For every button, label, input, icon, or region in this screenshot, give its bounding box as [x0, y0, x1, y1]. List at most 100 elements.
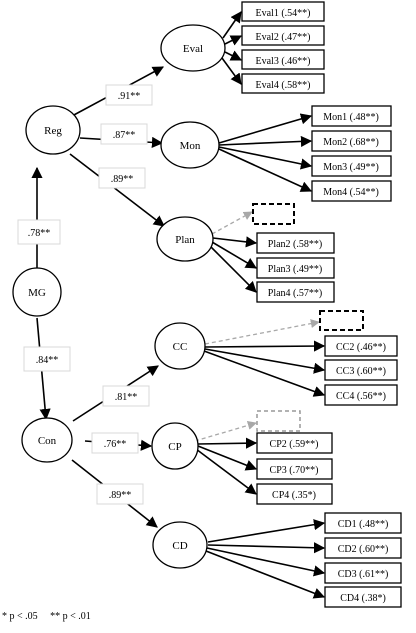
edge-cp-3 — [197, 445, 258, 471]
latent-plan-label: Plan — [175, 234, 195, 246]
latent-eval-label: Eval — [183, 43, 203, 55]
coef-mg-con-text: .84** — [36, 355, 59, 366]
indicator-cc4-text: CC4 (.56**) — [336, 391, 386, 402]
latent-cp-label: CP — [168, 441, 181, 453]
indicator-cd3: CD3 (.61**) — [324, 562, 402, 584]
edge-cc-dashed — [204, 319, 320, 345]
indicator-cd2-text: CD2 (.60**) — [338, 544, 389, 555]
indicator-plan2-text: Plan2 (.58**) — [268, 239, 322, 250]
indicator-mon3-text: Mon3 (.49**) — [323, 162, 379, 173]
coef-con-cc-text: .81** — [115, 392, 138, 403]
indicator-cc-missing — [319, 310, 364, 331]
edge-cp-4 — [195, 448, 257, 495]
indicator-cp4-text: CP4 (.35*) — [272, 490, 316, 501]
latent-cc: CC — [154, 322, 206, 370]
indicator-eval1-text: Eval1 (.54**) — [256, 8, 311, 19]
indicator-cc4: CC4 (.56**) — [324, 384, 398, 406]
edge-plan-4 — [209, 245, 257, 293]
coef-reg-mon-text: .87** — [113, 130, 136, 141]
indicator-eval3-text: Eval3 (.46**) — [256, 56, 311, 67]
latent-reg: Reg — [25, 105, 81, 155]
indicator-cc3: CC3 (.60**) — [324, 359, 398, 381]
coef-con-cp-text: .76** — [104, 439, 127, 450]
indicator-cp3-text: CP3 (.70**) — [270, 465, 319, 476]
edge-plan-dashed — [211, 211, 253, 235]
indicator-cp-missing — [256, 410, 301, 432]
indicator-cd4: CD4 (.38*) — [324, 586, 402, 608]
coef-mg-con: .84** — [23, 346, 71, 372]
edge-eval-2 — [224, 35, 243, 46]
indicator-cd3-text: CD3 (.61**) — [338, 569, 389, 580]
latent-eval: Eval — [160, 24, 226, 72]
edge-cd-3 — [206, 547, 326, 577]
latent-cc-label: CC — [173, 341, 188, 353]
edge-cc-2 — [204, 340, 326, 352]
coef-con-cc: .81** — [102, 385, 150, 407]
edge-cd-1 — [207, 519, 326, 543]
edge-cp-2 — [197, 437, 258, 449]
edge-mon-3 — [218, 146, 313, 170]
coef-reg-eval: .91** — [105, 84, 153, 106]
indicator-eval3: Eval3 (.46**) — [241, 49, 325, 70]
latent-cd-label: CD — [172, 540, 187, 552]
edge-mon-1 — [218, 113, 313, 144]
indicator-cd2: CD2 (.60**) — [324, 537, 402, 559]
indicator-mon3: Mon3 (.49**) — [311, 155, 392, 177]
latent-mon: Mon — [160, 121, 220, 169]
latent-cd: CD — [152, 521, 208, 569]
indicator-eval2: Eval2 (.47**) — [241, 25, 325, 46]
indicator-cd4-text: CD4 (.38*) — [340, 593, 386, 604]
latent-con: Con — [21, 417, 73, 463]
indicator-mon4-text: Mon4 (.54**) — [323, 187, 379, 198]
indicator-eval4: Eval4 (.58**) — [241, 73, 325, 94]
latent-mg: MG — [12, 267, 62, 317]
indicator-cc2: CC2 (.46**) — [324, 335, 398, 357]
indicator-eval4-text: Eval4 (.58**) — [256, 80, 311, 91]
coef-reg-plan: .89** — [98, 167, 146, 189]
indicator-mon2-text: Mon2 (.68**) — [323, 137, 379, 148]
edge-plan-3 — [211, 241, 257, 269]
coef-reg-mon: .87** — [100, 123, 148, 145]
edge-cc-4 — [203, 350, 326, 397]
edge-eval-1 — [222, 11, 242, 39]
edge-eval-3 — [224, 50, 243, 61]
coef-con-cp: .76** — [91, 432, 139, 454]
coef-mg-reg: .78** — [17, 219, 61, 245]
indicator-eval1: Eval1 (.54**) — [241, 1, 325, 22]
edge-reg-plan — [69, 153, 165, 227]
indicator-plan3: Plan3 (.49**) — [256, 257, 335, 279]
indicator-plan2: Plan2 (.58**) — [256, 232, 335, 254]
indicator-cc2-text: CC2 (.46**) — [336, 342, 386, 353]
indicator-mon4: Mon4 (.54**) — [311, 180, 392, 202]
coef-mg-reg-text: .78** — [28, 228, 51, 239]
indicator-plan-missing — [252, 203, 295, 225]
latent-plan: Plan — [156, 216, 214, 262]
indicator-mon1-text: Mon1 (.48**) — [323, 112, 379, 123]
indicator-cp4: CP4 (.35*) — [256, 483, 333, 505]
latent-mg-label: MG — [28, 287, 46, 299]
edge-mon-4 — [218, 148, 313, 192]
edge-cd-2 — [207, 542, 326, 554]
latent-cp: CP — [151, 422, 199, 470]
latent-con-label: Con — [38, 435, 57, 447]
indicator-plan4: Plan4 (.57**) — [256, 281, 335, 303]
coef-con-cd: .89** — [96, 483, 144, 505]
edge-cp-dashed — [194, 420, 257, 442]
indicator-eval2-text: Eval2 (.47**) — [256, 32, 311, 43]
indicator-cp2-text: CP2 (.59**) — [270, 439, 319, 450]
edge-cc-3 — [204, 348, 326, 374]
coef-reg-plan-text: .89** — [111, 174, 134, 185]
coef-reg-eval-text: .91** — [118, 91, 141, 102]
indicator-mon1: Mon1 (.48**) — [311, 105, 392, 127]
coef-con-cd-text: .89** — [109, 490, 132, 501]
latent-reg-label: Reg — [44, 125, 62, 137]
indicator-mon2: Mon2 (.68**) — [311, 130, 392, 152]
edge-eval-4 — [221, 57, 242, 85]
indicator-cd1-text: CD1 (.48**) — [338, 519, 389, 530]
indicator-cd1: CD1 (.48**) — [324, 512, 402, 534]
indicator-cp2: CP2 (.59**) — [256, 432, 333, 454]
indicator-plan4-text: Plan4 (.57**) — [268, 288, 322, 299]
indicator-plan3-text: Plan3 (.49**) — [268, 264, 322, 275]
significance-footnote: * p < .05 ** p < .01 — [2, 611, 91, 622]
